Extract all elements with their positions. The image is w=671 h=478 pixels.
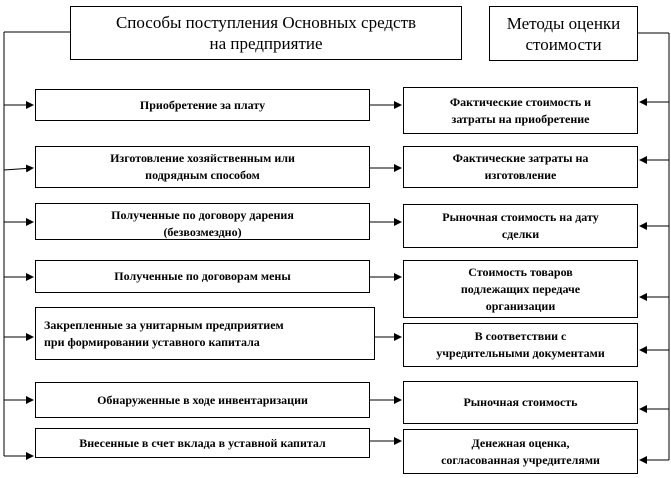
method-box-founding-docs: В соответствии с учредительными документ… <box>403 323 638 367</box>
method-box-market-on-date: Рыночная стоимость на дату сделки <box>403 204 638 248</box>
source-box-line: Полученные по договорам мены <box>114 269 291 283</box>
method-box-production-cost: Фактические затраты на изготовление <box>403 146 638 188</box>
source-box-donation: Полученные по договору дарения (безвозме… <box>35 203 370 240</box>
valuation-methods-box: Методы оценки стоимости <box>489 6 638 61</box>
method-box-line: Фактические стоимость и <box>449 94 592 109</box>
method-box-line: В соответствии с <box>474 329 567 343</box>
method-box-line: сделки <box>501 227 540 241</box>
method-box-line: организации <box>485 298 556 313</box>
diagram-title-line-2: на предприятие <box>209 34 323 53</box>
method-box-monetary-estimate: Денежная оценка, согласованная учредител… <box>403 429 638 474</box>
source-box-unitary: Закрепленные за унитарным предприятием п… <box>35 307 375 360</box>
source-box-manufacture: Изготовление хозяйственным или подрядным… <box>35 146 370 188</box>
method-box-line: подлежащих передаче <box>460 281 581 296</box>
source-box-line: Изготовление хозяйственным или <box>110 151 295 165</box>
source-box-line: Закрепленные за унитарным предприятием <box>44 317 284 332</box>
method-box-line: учредительными документами <box>436 346 605 360</box>
source-box-purchase: Приобретение за плату <box>35 89 370 121</box>
method-box-market-value: Рыночная стоимость <box>403 381 638 424</box>
source-box-line: Внесенные в счет вклада в уставной капит… <box>79 435 326 450</box>
source-box-inventory: Обнаруженные в ходе инвентаризации <box>35 382 370 418</box>
diagram-title-line-1: Способы поступления Основных средств <box>115 13 417 32</box>
source-box-line: подрядным способом <box>145 168 260 182</box>
method-box-line: Стоимость товаров <box>468 264 573 279</box>
source-box-exchange: Полученные по договорам мены <box>35 260 370 293</box>
source-box-line: Приобретение за плату <box>139 97 266 112</box>
source-box-line: при формировании уставного капитала <box>44 334 260 349</box>
method-box-line: Рыночная стоимость <box>463 395 578 409</box>
method-box-line: затраты на приобретение <box>451 111 590 126</box>
method-box-line: Фактические затраты на <box>452 151 589 165</box>
source-box-line: (безвозмездно) <box>163 225 242 239</box>
method-box-line: Рыночная стоимость на дату <box>442 210 599 224</box>
method-box-line: изготовление <box>484 168 557 182</box>
valuation-methods-line-1: Методы оценки <box>506 13 621 33</box>
source-box-contribution: Внесенные в счет вклада в уставной капит… <box>35 428 370 458</box>
valuation-methods-line-2: стоимости <box>525 34 602 54</box>
source-box-line: Обнаруженные в ходе инвентаризации <box>97 392 308 407</box>
diagram-title-box: Способы поступления Основных средств на … <box>70 6 462 60</box>
method-box-line: Денежная оценка, <box>471 435 570 450</box>
source-box-line: Полученные по договору дарения <box>111 208 294 222</box>
method-box-actual-cost: Фактические стоимость и затраты на приоб… <box>403 87 638 134</box>
method-box-goods-value: Стоимость товаров подлежащих передаче ор… <box>403 260 638 318</box>
method-box-line: согласованная учредителями <box>441 452 600 467</box>
